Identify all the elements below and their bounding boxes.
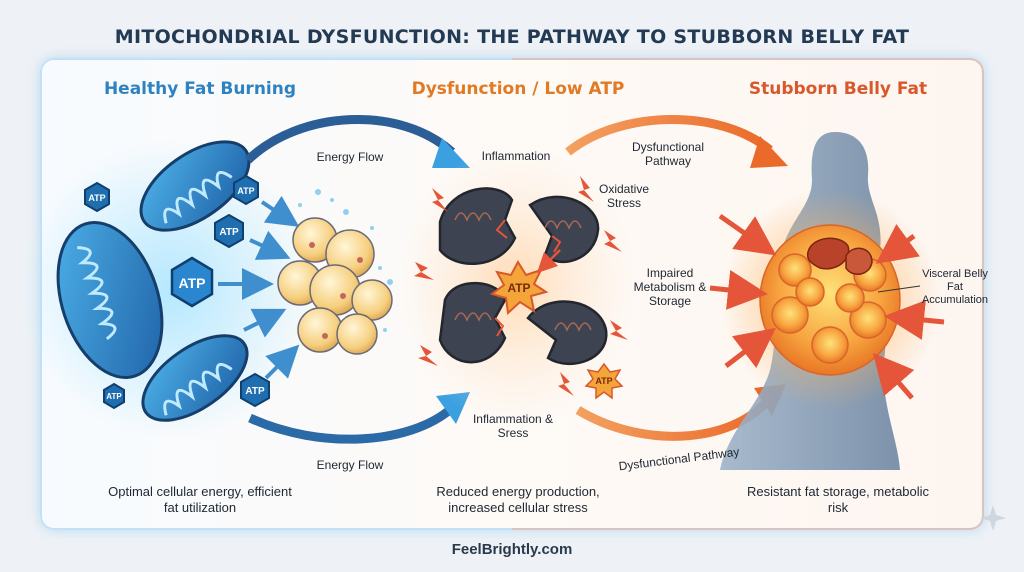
heading-healthy-text: Healthy Fat Burning — [103, 79, 297, 99]
atp-badge: ATP — [214, 213, 244, 249]
svg-text:ATP: ATP — [179, 275, 206, 291]
page-title: MITOCHONDRIAL DYSFUNCTION: THE PATHWAY T… — [114, 26, 910, 48]
storage-arrows — [709, 213, 945, 400]
mitochondrion-healthy — [139, 140, 251, 232]
svg-text:ATP: ATP — [245, 386, 265, 397]
caption-healthy: Optimal cellular energy, efficient fat u… — [108, 484, 292, 515]
label-energy-flow-bottom: Energy Flow — [316, 458, 384, 472]
atp-badge: ATP — [84, 181, 110, 213]
healthy-section-art: ATP ATP ATP ATP ATP ATP — [20, 140, 393, 440]
mitochondrion-damaged — [438, 187, 608, 366]
curved-arrow-top-right — [565, 115, 788, 168]
organ-icon — [806, 237, 850, 270]
heading-belly-fat-text: Stubborn Belly Fat — [748, 79, 928, 99]
svg-text:ATP: ATP — [88, 193, 105, 203]
label-energy-flow-top: Energy Flow — [316, 150, 384, 164]
caption-belly-fat: Resistant fat storage, metabolic risk — [746, 484, 930, 515]
curved-arrow-bottom-left — [248, 392, 470, 444]
svg-text:ATP: ATP — [507, 281, 530, 295]
svg-text:ATP: ATP — [219, 227, 239, 238]
crack-lines — [494, 219, 562, 337]
sparkle-icon — [980, 505, 1006, 531]
label-impaired-metabolism: Impaired Metabolism & Storage — [633, 266, 707, 308]
dysfunction-section-art: ATP ATP — [395, 145, 635, 425]
energy-arrows — [218, 195, 300, 380]
belly-section-art — [709, 132, 945, 470]
atp-badge: ATP — [170, 256, 214, 308]
label-visceral-fat: Visceral Belly Fat Accumulation — [921, 268, 989, 306]
label-dysfunctional-pathway-top: Dysfunctional Pathway — [631, 140, 705, 168]
heading-belly-fat: Stubborn Belly Fat — [718, 79, 958, 99]
svg-text:ATP: ATP — [595, 376, 612, 386]
label-inflammation: Inflammation — [481, 149, 551, 163]
heading-dysfunction-text: Dysfunction / Low ATP — [411, 79, 625, 99]
atp-badge: ATP — [233, 174, 259, 206]
mitochondrion-healthy — [141, 334, 249, 422]
svg-text:ATP: ATP — [237, 186, 254, 196]
label-oxidative-stress: Oxidative Stress — [598, 182, 650, 210]
stress-bolts — [414, 176, 628, 396]
fat-cell-cluster — [277, 217, 393, 355]
organ-icon — [845, 247, 873, 275]
atp-burst-small: ATP — [584, 362, 624, 400]
mitochondrion-healthy — [56, 220, 164, 380]
heading-healthy: Healthy Fat Burning — [80, 79, 320, 99]
svg-text:ATP: ATP — [106, 392, 122, 401]
atp-badge: ATP — [103, 382, 125, 410]
label-inflammation-stress: Inflammation & Sress — [472, 412, 554, 440]
energy-particles — [298, 189, 393, 332]
atp-badge: ATP — [240, 372, 270, 408]
caption-dysfunction: Reduced energy production, increased cel… — [436, 484, 600, 515]
heading-dysfunction: Dysfunction / Low ATP — [398, 79, 638, 99]
atp-burst-center: ATP — [489, 259, 549, 316]
footer-brand: FeelBrightly.com — [451, 541, 573, 558]
